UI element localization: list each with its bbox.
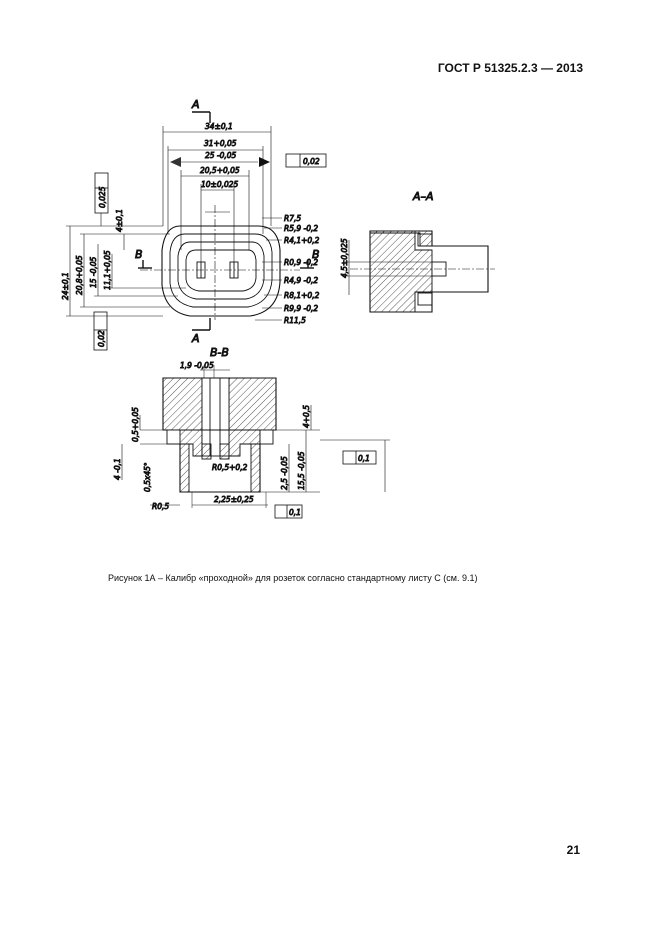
standard-header: ГОСТ Р 51325.2.3 — 2013 <box>437 61 583 75</box>
section-aa-title: A–A <box>412 190 434 203</box>
dim-2-25: 2,25±0,25 <box>214 495 254 504</box>
dim-10: 10±0,025 <box>201 180 239 189</box>
tol-002-vertical: 0,02 <box>97 330 106 347</box>
radius-4-9: R4,9 -0,2 <box>284 276 318 285</box>
radius-0-5-plus: R0,5+0,2 <box>212 463 248 472</box>
section-bb-title: B-B <box>210 346 229 359</box>
marker-a-top: A <box>191 98 200 111</box>
radius-9-9: R9,9 -0,2 <box>284 304 318 313</box>
top-view <box>66 111 327 351</box>
dim-11-1: 11,1+0,05 <box>103 250 112 290</box>
tol-parallel-01: 0,1 <box>358 454 370 463</box>
tol-0025: 0,025 <box>98 186 107 208</box>
dim-2-5: 2,5 -0,05 <box>280 456 289 490</box>
radius-5-9: R5,9 -0,2 <box>284 224 318 233</box>
section-bb <box>121 365 390 519</box>
section-aa <box>345 230 495 313</box>
tol-perp-01: 0,1 <box>289 508 301 517</box>
dim-4-plus: 4+0,5 <box>302 405 311 428</box>
radius-8-1: R8,1+0,2 <box>284 291 320 300</box>
dim-34: 34±0,1 <box>205 122 233 131</box>
dim-4-minus: 4 -0,1 <box>113 458 122 480</box>
marker-a-bottom: A <box>191 332 200 345</box>
dim-1-9: 1,9 -0,05 <box>180 361 214 370</box>
dim-24: 24±0,1 <box>61 272 70 300</box>
dim-31: 31+0,05 <box>204 139 237 148</box>
marker-b-right: B <box>312 248 320 261</box>
dim-20-8: 20,8+0,05 <box>75 255 84 295</box>
dim-25: 25 -0,05 <box>205 151 237 160</box>
radius-7-5: R7,5 <box>284 214 301 223</box>
dim-chamfer: 0,5x45° <box>143 462 152 492</box>
radius-0-9: R0,9 -0,2 <box>284 258 318 267</box>
dim-4: 4±0,1 <box>115 209 124 232</box>
marker-b-left: B <box>135 248 143 261</box>
radius-11-5: R11,5 <box>284 316 306 325</box>
radius-4-1: R4,1+0,2 <box>284 236 320 245</box>
radius-0-5: R0,5 <box>152 502 169 511</box>
page-number: 21 <box>566 843 580 857</box>
dim-0-5: 0,5+0,05 <box>131 407 140 442</box>
tol-flatness-002: 0,02 <box>303 157 320 166</box>
figure-caption: Рисунок 1А – Калибр «проходной» для розе… <box>108 573 478 583</box>
dim-15-5: 15,5 -0,05 <box>297 451 306 490</box>
dim-4-5: 4,5±0,025 <box>340 238 349 278</box>
dim-20-5: 20,5+0,05 <box>200 166 240 175</box>
dim-15: 15 -0,05 <box>89 256 98 288</box>
